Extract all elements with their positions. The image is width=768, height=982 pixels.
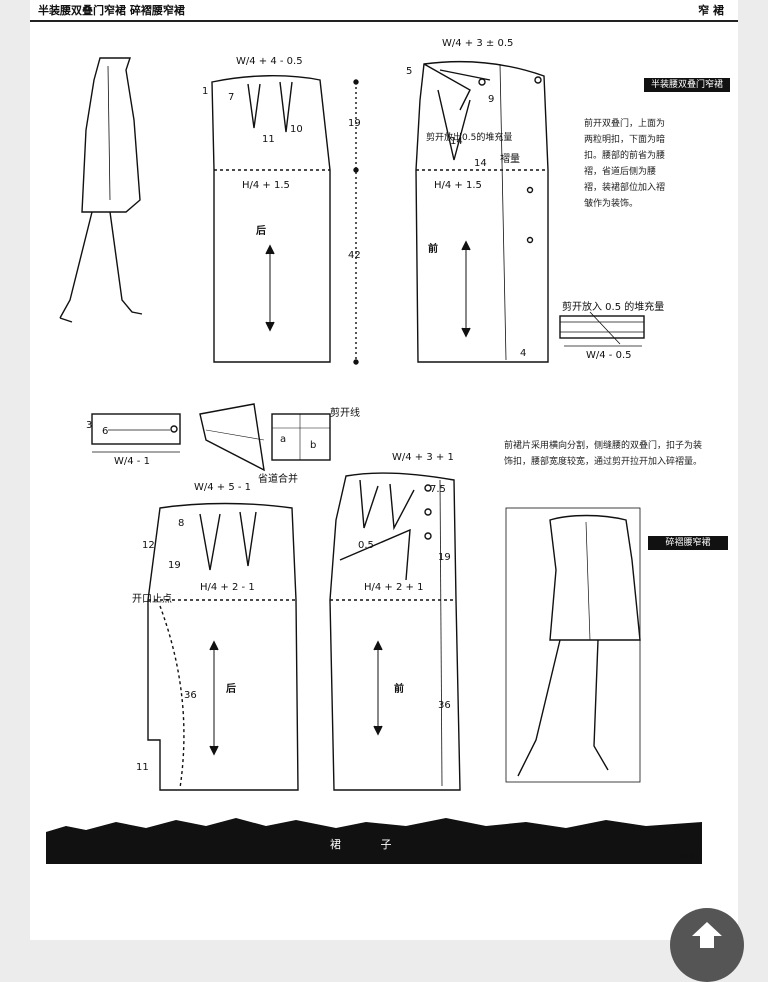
dim-4: 4 (520, 348, 527, 359)
formula-h4-2-1-back: H/4 + 2 - 1 (200, 582, 255, 593)
dim-9: 9 (488, 94, 495, 105)
formula-w4-5-1: W/4 + 5 - 1 (194, 482, 252, 493)
cut-line-label: 剪开线 (330, 408, 360, 419)
label-back-bottom: 后 (226, 684, 236, 695)
label-back-top: 后 (256, 226, 266, 237)
footer-section: 裙 子 (330, 838, 410, 851)
side-tab-top: 半装腰双叠门窄裙 (644, 78, 730, 92)
dim-19-front-bottom: 19 (438, 552, 451, 563)
dim-7: 7 (228, 92, 235, 103)
figure-illustration-bottom (505, 507, 641, 783)
dim-11-dart: 11 (262, 134, 275, 145)
label-front-bottom: 前 (394, 684, 404, 695)
dart-close-label: 省道合并 (258, 474, 298, 485)
arrow-up-icon (692, 922, 722, 948)
dim-1: 1 (202, 86, 209, 97)
vertical-note: 剪开放出0.5的堆充量 (426, 133, 513, 143)
dim-3: 3 (86, 420, 93, 431)
dim-36-back: 36 (184, 690, 197, 701)
dim-8: 8 (178, 518, 185, 529)
waistband-pieces-middle (91, 403, 331, 472)
dim-19-back-bottom: 19 (168, 560, 181, 571)
document-page: 半装腰双叠门窄裙 碎褶腰窄裙 窄 裙 (30, 0, 738, 940)
dim-6: 6 (102, 426, 109, 437)
piece-b: b (310, 440, 317, 451)
footer-band (46, 818, 702, 864)
piece-a: a (280, 434, 287, 445)
dim-14b: 14 (474, 158, 487, 169)
note-top: 前开双叠门，上面为两粒明扣，下面为暗扣。腰部的前省为腰褶，省道后侧为腰褶，装裙部… (584, 119, 666, 209)
dim-12: 12 (142, 540, 155, 551)
page-number: 287 (680, 852, 701, 863)
slash-note: 剪开放入 0.5 的堆充量 (562, 302, 665, 313)
header-left-title: 半装腰双叠门窄裙 碎褶腰窄裙 (38, 4, 185, 17)
formula-w4-05: W/4 - 0.5 (586, 350, 632, 361)
note-bottom: 前裙片采用横向分割，侧缝腰的双叠门，扣子为装饰扣，腰部宽度较宽，通过剪开拉开加入… (504, 441, 703, 467)
formula-w4-3-1: W/4 + 3 + 1 (392, 452, 454, 463)
formula-h4-2-1-front: H/4 + 2 + 1 (364, 582, 424, 593)
header-right-title: 窄 裙 (698, 4, 724, 17)
formula-h4-15-back: H/4 + 1.5 (242, 180, 290, 191)
dim-10-dart: 10 (290, 124, 303, 135)
front-pattern-top (415, 60, 549, 363)
dim-42: 42 (348, 250, 361, 261)
dim-0-5: 0.5 (358, 540, 374, 551)
waistband-slash-diagram (559, 311, 645, 347)
dim-7-5: 7.5 (430, 484, 446, 495)
dim-11-hem: 11 (136, 762, 149, 773)
formula-w4-3-05: W/4 + 3 ± 0.5 (442, 38, 514, 49)
open-end-label: 开口止点 (132, 594, 172, 605)
dim-14a: 14 (450, 136, 463, 147)
front-pattern-bottom (329, 472, 461, 791)
formula-w4-4-05: W/4 + 4 - 0.5 (236, 56, 303, 67)
back-pattern-bottom (147, 502, 299, 791)
dim-19-top: 19 (348, 118, 361, 129)
figure-illustration-top (59, 57, 143, 323)
formula-w4-1: W/4 - 1 (114, 456, 150, 467)
running-header: 半装腰双叠门窄裙 碎褶腰窄裙 窄 裙 (30, 0, 738, 22)
scroll-top-button[interactable] (670, 908, 744, 982)
label-front-top: 前 (428, 244, 438, 255)
back-pattern-top (211, 75, 359, 365)
pleat-label: 褶量 (500, 154, 520, 165)
pattern-drawings (59, 57, 645, 791)
dim-5: 5 (406, 66, 413, 77)
formula-h4-15-front: H/4 + 1.5 (434, 180, 482, 191)
dim-36-front: 36 (438, 700, 451, 711)
side-tab-bottom: 碎褶腰窄裙 (648, 536, 728, 550)
